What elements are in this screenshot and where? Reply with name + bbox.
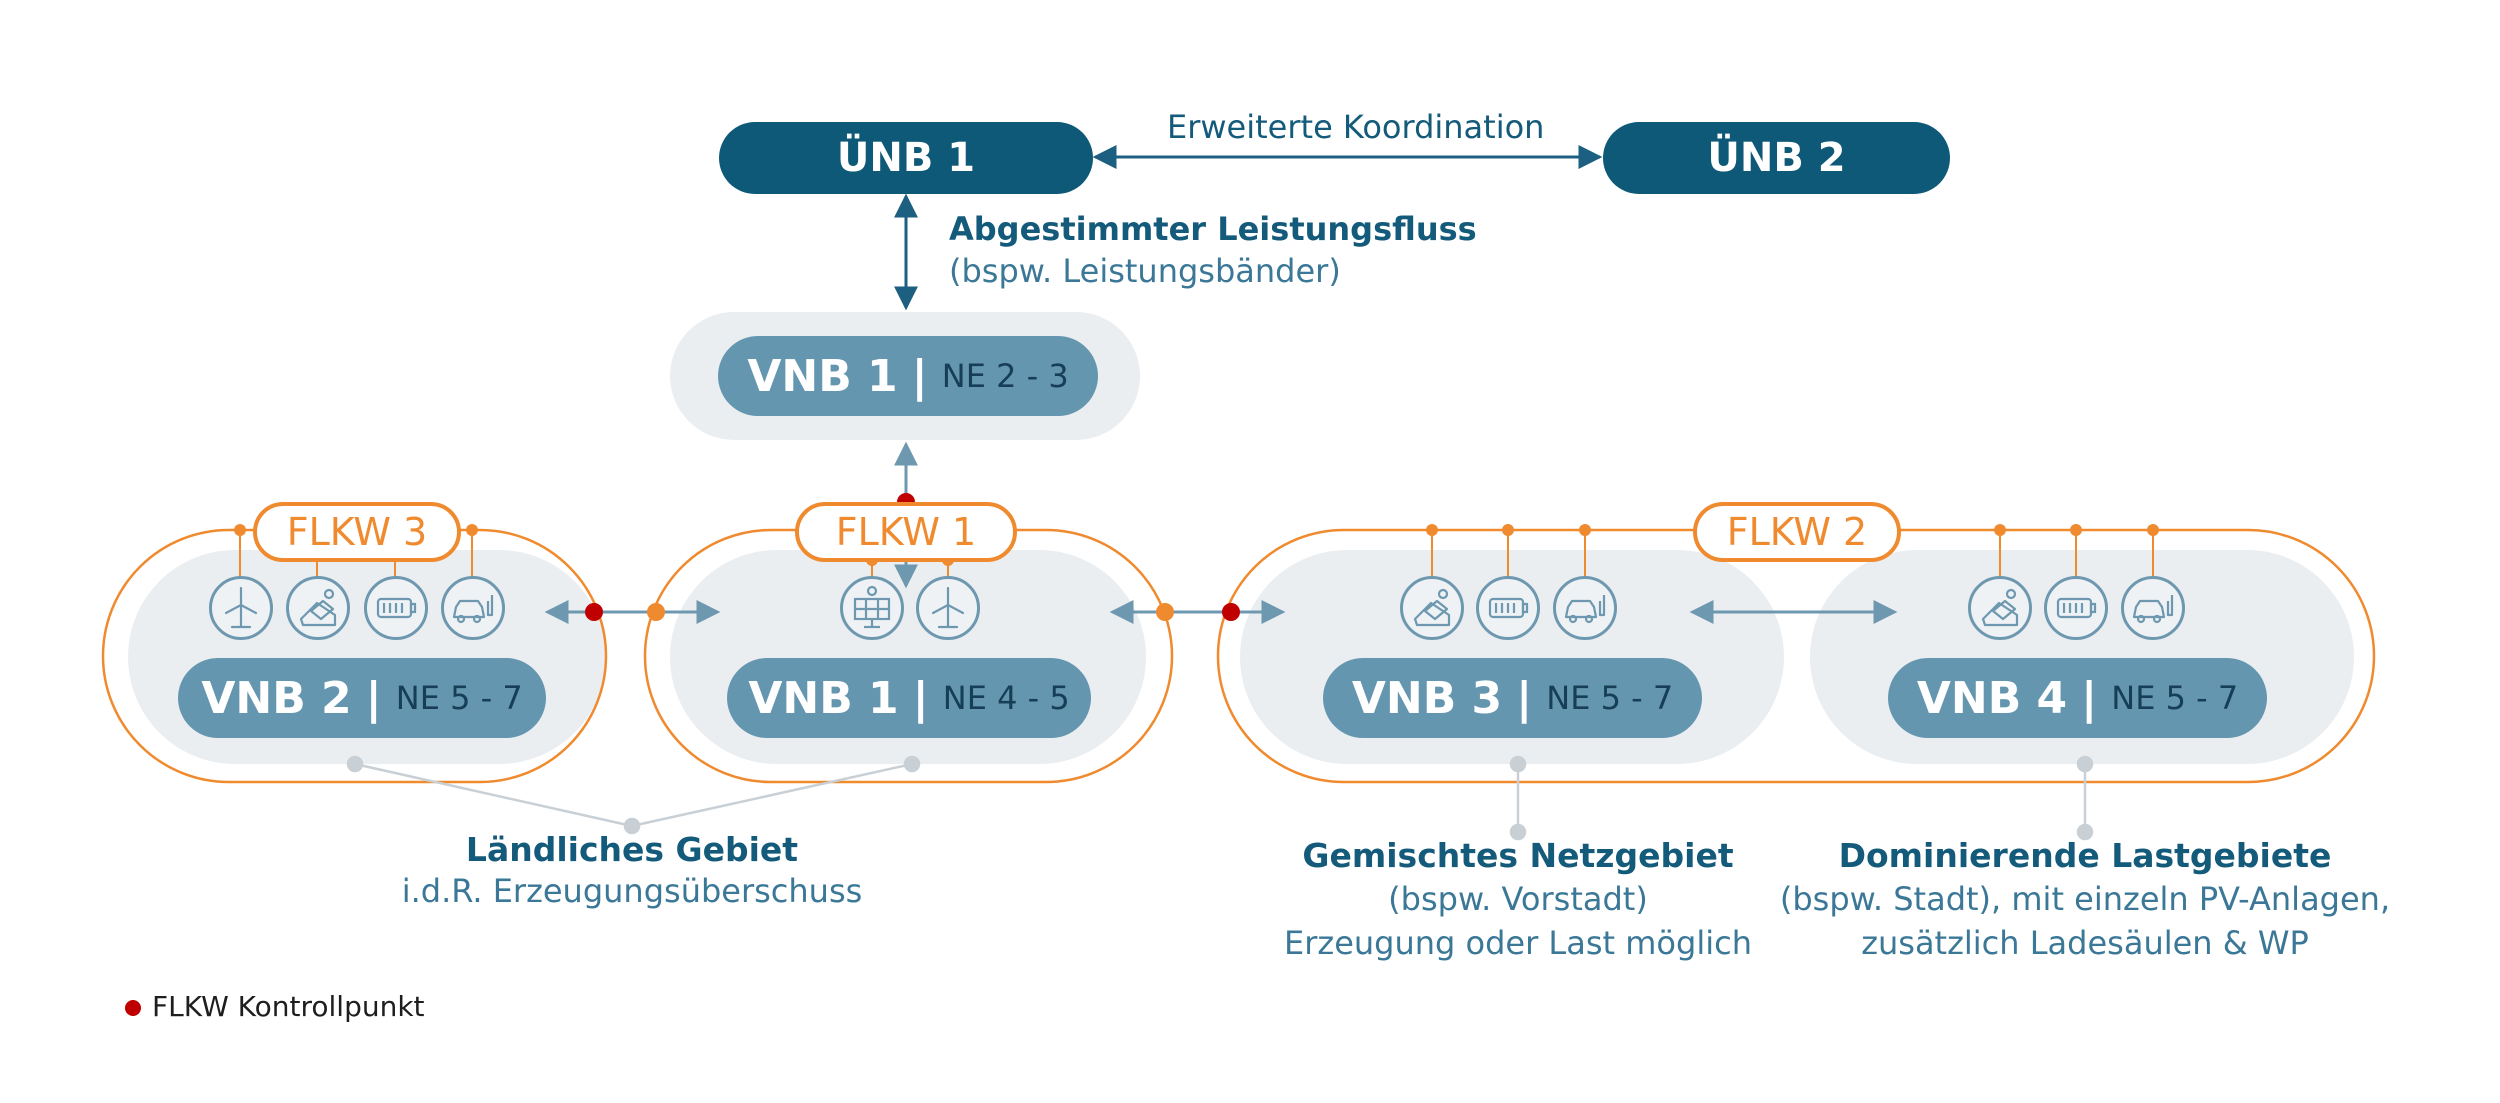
control-point — [1222, 603, 1240, 621]
mixed-line2: Erzeugung oder Last möglich — [1284, 924, 1752, 962]
legend-label: FLKW Kontrollpunkt — [152, 990, 425, 1023]
orange-junction — [1156, 603, 1174, 621]
unb2-node: ÜNB 2 — [1603, 122, 1950, 194]
flkw3-label: FLKW 3 — [253, 502, 461, 562]
flkw2-label: FLKW 2 — [1693, 502, 1901, 562]
flkw2-outline — [1216, 528, 2376, 784]
rural-title: Ländliches Gebiet — [465, 830, 799, 869]
load-title: Dominierende Lastgebiete — [1838, 836, 2332, 875]
vnb2-node: VNB 2|NE 5 - 7 — [178, 658, 546, 738]
flkw3-outline — [101, 528, 608, 784]
solar-house-icon — [1968, 576, 2032, 640]
mixed-title: Gemischtes Netzgebiet — [1302, 836, 1734, 875]
orange-junction — [647, 603, 665, 621]
control-point — [585, 603, 603, 621]
vnb1-top-node: VNB 1|NE 2 - 3 — [718, 336, 1098, 416]
flkw1-label: FLKW 1 — [795, 502, 1017, 562]
flow-title: Abgestimmter Leistungsfluss — [949, 210, 1477, 248]
battery-icon — [364, 576, 428, 640]
vnb4-node: VNB 4|NE 5 - 7 — [1888, 658, 2267, 738]
flkw1-outline — [643, 528, 1174, 784]
legend-dot — [125, 1000, 141, 1016]
coordination-label: Erweiterte Koordination — [1167, 108, 1545, 146]
ev-charger-icon — [1553, 576, 1617, 640]
load-line1: (bspw. Stadt), mit einzeln PV-Anlagen, — [1779, 880, 2391, 918]
vnb1-bottom-node: VNB 1|NE 4 - 5 — [727, 658, 1091, 738]
solar-house-icon — [286, 576, 350, 640]
unb1-node: ÜNB 1 — [719, 122, 1093, 194]
solar-house-icon — [1400, 576, 1464, 640]
wind-turbine-icon — [916, 576, 980, 640]
wind-turbine-icon — [209, 576, 273, 640]
flow-subtitle: (bspw. Leistungsbänder) — [949, 252, 1341, 290]
ev-charger-icon — [2121, 576, 2185, 640]
solar-panel-icon — [840, 576, 904, 640]
ev-charger-icon — [441, 576, 505, 640]
load-line2: zusätzlich Ladesäulen & WP — [1861, 924, 2309, 962]
vnb3-node: VNB 3|NE 5 - 7 — [1323, 658, 1702, 738]
rural-line1: i.d.R. Erzeugungsüberschuss — [401, 872, 863, 910]
battery-icon — [2044, 576, 2108, 640]
mixed-line1: (bspw. Vorstadt) — [1388, 880, 1648, 918]
battery-icon — [1476, 576, 1540, 640]
